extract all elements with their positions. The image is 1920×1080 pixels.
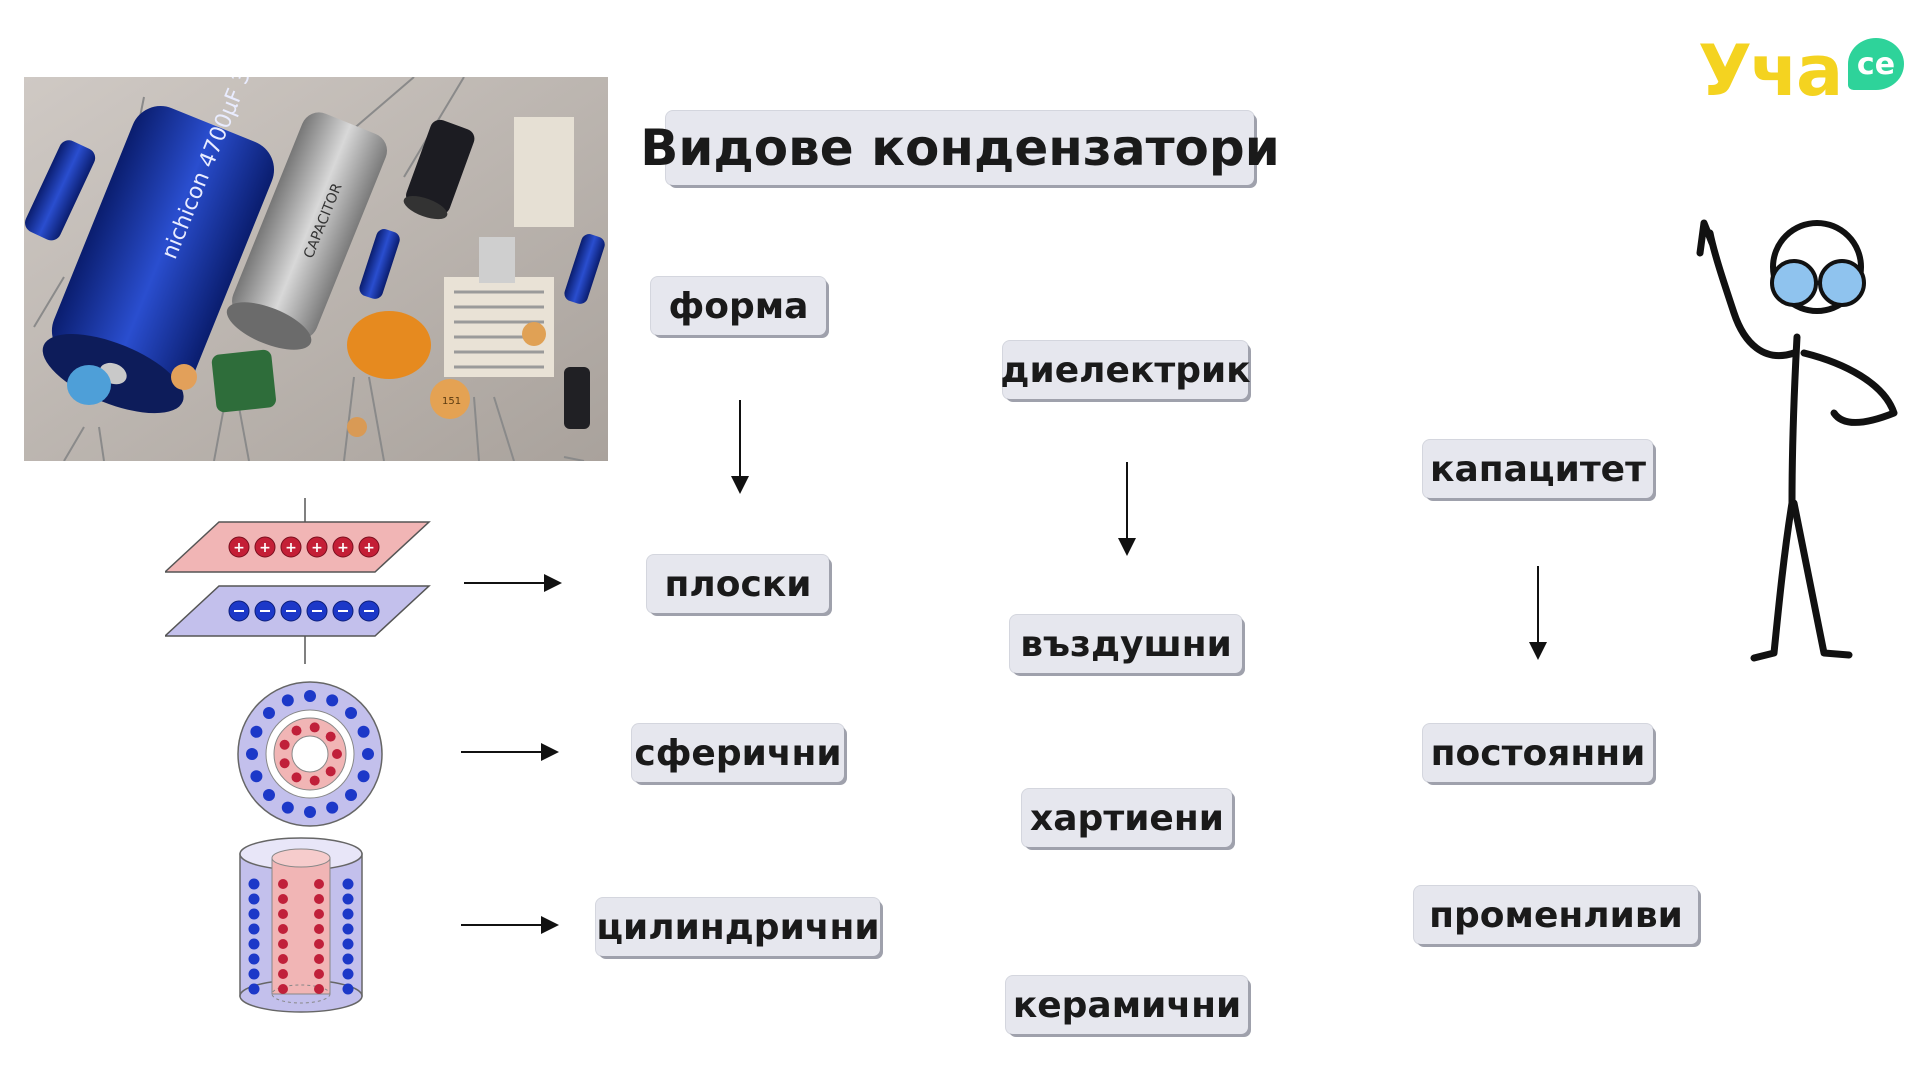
positive-charge <box>291 772 302 783</box>
teacher-stick-figure <box>1696 219 1898 662</box>
negative-charge <box>246 748 258 760</box>
svg-text:+: + <box>285 540 297 556</box>
negative-charge <box>342 983 354 995</box>
svg-text:+: + <box>233 540 245 556</box>
flat-capacitor-illustration: + + + + + + <box>165 498 431 664</box>
positive-charge <box>314 954 324 964</box>
capacitors-photo: nichicon 4700μF 35V CAPACITOR 151 <box>24 77 608 461</box>
positive-charge <box>309 722 320 733</box>
dielectric-item-paper: хартиени <box>1022 789 1232 847</box>
negative-charge <box>342 968 354 980</box>
negative-charge <box>326 694 339 707</box>
positive-charge <box>332 749 342 759</box>
negative-charge <box>345 789 358 802</box>
negative-charge <box>304 690 316 702</box>
arrow-capacity-down <box>1529 566 1547 660</box>
svg-text:+: + <box>259 540 271 556</box>
negative-charge <box>357 725 370 738</box>
positive-charge <box>278 954 288 964</box>
negative-charge <box>342 893 354 905</box>
negative-charge <box>248 923 260 935</box>
dielectric-item-ceramic: керамични <box>1006 976 1248 1034</box>
ceramic-label: 151 <box>442 396 461 407</box>
arrow-shape-down <box>731 400 749 494</box>
positive-charge <box>314 924 324 934</box>
positive-charge <box>279 739 290 750</box>
negative-charge <box>342 908 354 920</box>
positive-charge <box>325 731 336 742</box>
logo-text: Уча <box>1698 30 1843 112</box>
positive-charge <box>314 969 324 979</box>
svg-text:+: + <box>363 540 375 556</box>
arrow-spherical-right <box>461 743 559 761</box>
negative-charge <box>326 801 339 814</box>
negative-charge <box>248 878 260 890</box>
positive-charge <box>278 894 288 904</box>
negative-charge <box>342 938 354 950</box>
negative-charge <box>357 770 370 783</box>
header-capacity: капацитет <box>1423 440 1653 498</box>
positive-charge <box>278 969 288 979</box>
dielectric-item-air: въздушни <box>1010 615 1242 673</box>
arrow-cylindrical-right <box>461 916 559 934</box>
positive-charge <box>309 775 320 786</box>
negative-charge <box>342 878 354 890</box>
negative-charge <box>342 923 354 935</box>
shape-item-flat: плоски <box>647 555 829 613</box>
negative-charge <box>250 725 263 738</box>
negative-charge <box>248 968 260 980</box>
header-dielectric: диелектрик <box>1000 341 1251 399</box>
negative-charge <box>262 706 275 719</box>
svg-text:+: + <box>337 540 349 556</box>
arrow-dielectric-down <box>1118 462 1136 556</box>
positive-charge <box>278 879 288 889</box>
positive-charge <box>291 725 302 736</box>
positive-charge <box>314 909 324 919</box>
negative-charge <box>248 983 260 995</box>
arrow-flat-right <box>464 574 562 592</box>
positive-charge <box>314 984 324 994</box>
negative-charge <box>248 893 260 905</box>
negative-charge <box>281 801 294 814</box>
negative-charge <box>304 806 316 818</box>
positive-charge <box>278 924 288 934</box>
negative-charge <box>248 953 260 965</box>
positive-charge <box>314 879 324 889</box>
positive-charge <box>325 766 336 777</box>
negative-charge <box>262 789 275 802</box>
page-title: Видове кондензатори <box>640 111 1280 185</box>
negative-charge <box>342 953 354 965</box>
positive-charge <box>278 939 288 949</box>
shape-item-cylindrical: цилиндрични <box>596 898 880 956</box>
negative-charge <box>248 908 260 920</box>
header-shape: форма <box>651 277 826 335</box>
capacity-item-fixed: постоянни <box>1423 724 1653 782</box>
positive-charge <box>278 984 288 994</box>
logo-badge: се <box>1848 38 1904 90</box>
negative-charge <box>345 706 358 719</box>
negative-charge <box>250 770 263 783</box>
svg-text:+: + <box>311 540 323 556</box>
positive-charge <box>279 758 290 769</box>
ucha-se-logo: Уча се <box>1698 30 1904 112</box>
negative-charge <box>281 694 294 707</box>
capacity-item-variable: променливи <box>1414 886 1698 944</box>
shape-item-spherical: сферични <box>632 724 844 782</box>
positive-charge <box>278 909 288 919</box>
negative-charge <box>248 938 260 950</box>
positive-charge <box>314 939 324 949</box>
negative-charge <box>362 748 374 760</box>
spherical-capacitor-illustration <box>237 681 383 827</box>
positive-charge <box>314 894 324 904</box>
cylindrical-capacitor-illustration <box>239 837 363 1013</box>
